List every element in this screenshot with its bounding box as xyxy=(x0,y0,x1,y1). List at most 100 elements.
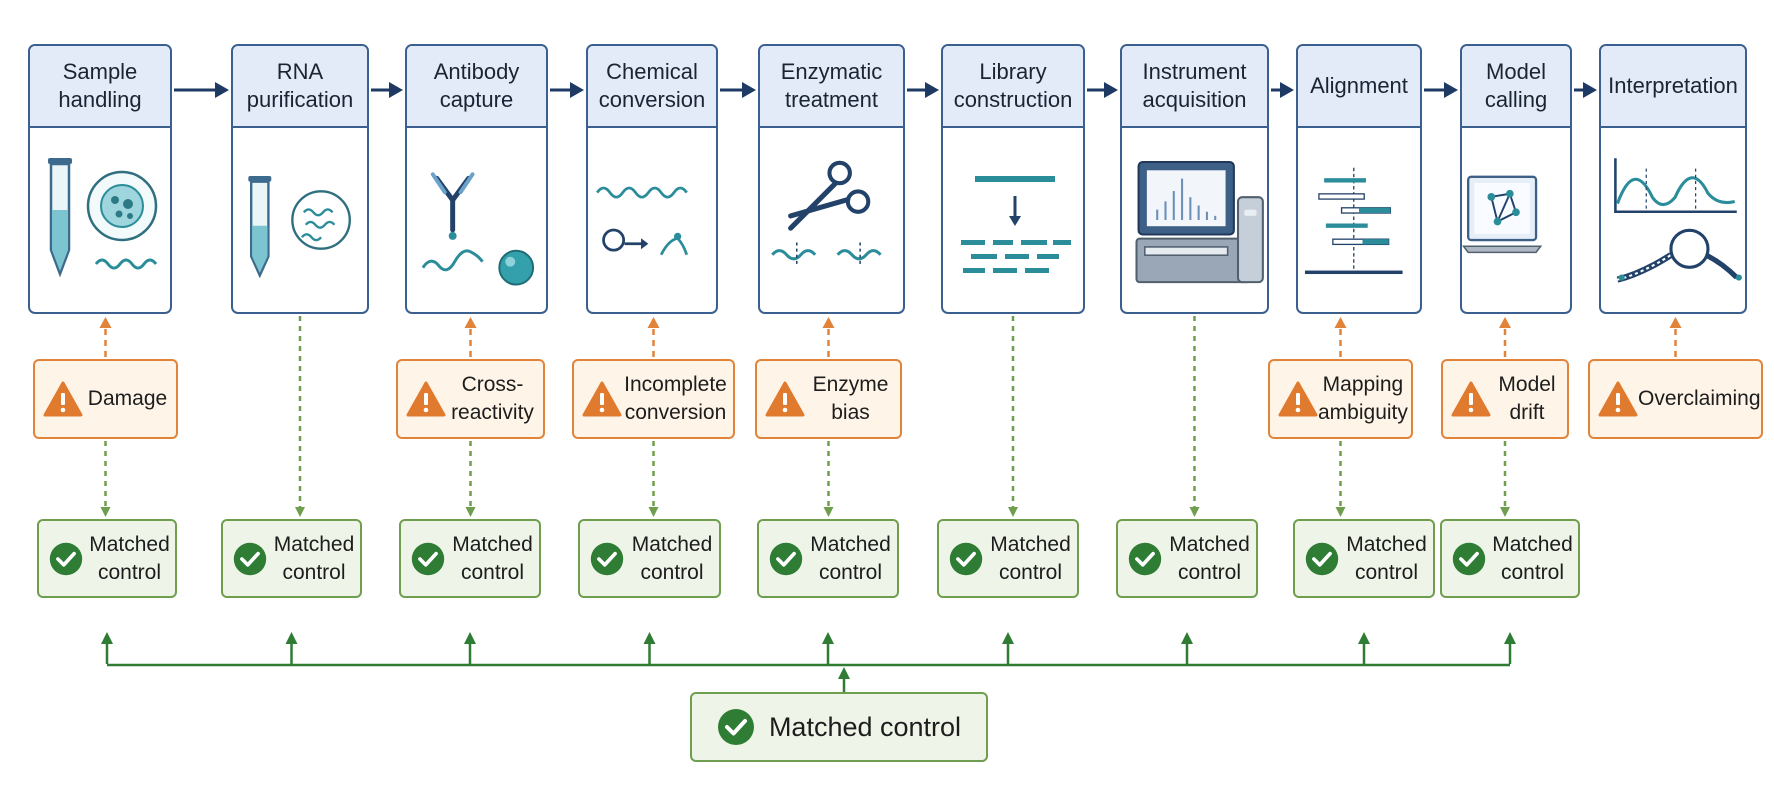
warning-icon xyxy=(1278,381,1318,417)
rna-conversion-icon xyxy=(588,128,716,312)
risk-label: Damage xyxy=(87,387,168,410)
check-icon xyxy=(1304,541,1340,577)
stage-alignment: Alignment xyxy=(1296,44,1422,314)
check-icon xyxy=(1451,541,1487,577)
risk-label: Cross-reactivity xyxy=(451,373,534,424)
check-icon xyxy=(768,541,804,577)
risk-arrow xyxy=(1669,317,1682,357)
bus-arrow xyxy=(643,632,656,664)
flow-arrow xyxy=(907,82,939,98)
tube-rna-icon xyxy=(233,128,367,312)
stage-title: Interpretation xyxy=(1601,46,1745,128)
warning-icon xyxy=(1598,381,1638,417)
control-link xyxy=(100,441,111,517)
flow-arrow xyxy=(1574,82,1597,98)
warning-icon xyxy=(1451,381,1491,417)
control-link xyxy=(648,441,659,517)
control-link xyxy=(465,441,476,517)
bus-arrow xyxy=(822,632,834,664)
flow-arrow xyxy=(1424,82,1458,98)
control-link xyxy=(1335,441,1346,517)
stage-title: Alignment xyxy=(1298,46,1420,128)
risk-interpretation: Overclaiming xyxy=(1588,359,1763,439)
warning-icon xyxy=(582,381,622,417)
risk-arrow xyxy=(647,317,660,357)
control-link xyxy=(295,316,305,517)
tube-cell-icon xyxy=(30,128,170,312)
risk-label: Overclaiming xyxy=(1638,387,1761,410)
warning-icon xyxy=(43,381,83,417)
stage-interpretation: Interpretation xyxy=(1599,44,1747,314)
bus-arrow xyxy=(1181,632,1193,664)
risk-arrow xyxy=(1499,317,1511,357)
control-link xyxy=(823,441,834,517)
peaks-structure-icon xyxy=(1601,128,1745,312)
antibody-bead-icon xyxy=(407,128,546,312)
flow-arrow xyxy=(371,82,403,98)
warning-icon xyxy=(765,381,805,417)
flow-arrow xyxy=(720,82,756,98)
risk-arrow xyxy=(1334,317,1347,357)
read-alignment-icon xyxy=(1298,128,1420,312)
flow-arrow xyxy=(1087,82,1118,98)
risk-arrow xyxy=(99,317,112,357)
master-matched-control: Matched control xyxy=(690,692,988,762)
bus-arrow xyxy=(1358,632,1370,664)
risk-arrow xyxy=(464,317,477,357)
control-link xyxy=(1189,316,1200,517)
sequencer-icon xyxy=(1122,128,1267,312)
flow-arrow xyxy=(550,82,584,98)
laptop-network-icon xyxy=(1462,128,1570,312)
risk-sample: Damage xyxy=(33,359,178,439)
check-icon xyxy=(589,541,625,577)
bus-arrow xyxy=(464,632,476,664)
control-link xyxy=(1500,441,1510,517)
bus-arrow xyxy=(285,632,298,664)
risk-arrow xyxy=(822,317,835,357)
check-icon xyxy=(410,541,446,577)
check-icon xyxy=(48,541,84,577)
master-control-label: Matched control xyxy=(768,711,962,742)
warning-icon xyxy=(406,381,446,417)
check-icon xyxy=(232,541,268,577)
check-icon xyxy=(948,541,984,577)
bus-arrow xyxy=(1504,632,1516,664)
fragments-icon xyxy=(943,128,1083,312)
